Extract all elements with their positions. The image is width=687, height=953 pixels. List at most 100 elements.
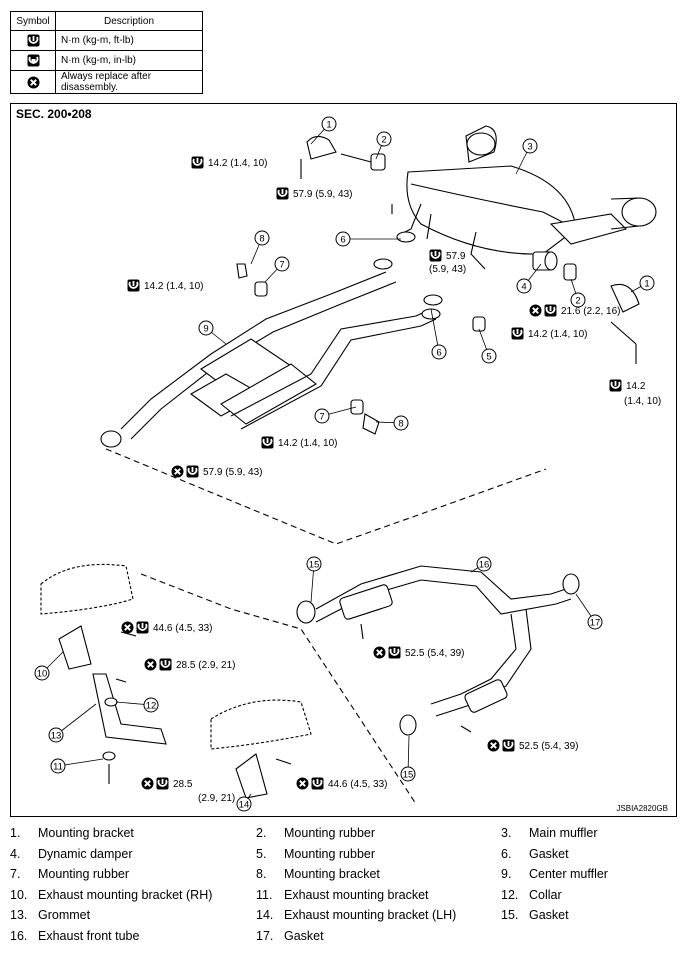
part-number: 11. (256, 887, 273, 902)
exhaust-mounting-bracket-lh (235, 753, 268, 799)
part-name: Mounting bracket (38, 826, 134, 840)
callout-number: 7 (319, 412, 324, 423)
part-item: 17.Gasket (256, 929, 324, 943)
part-item: 12.Collar (501, 888, 562, 902)
replace-x-icon (487, 739, 500, 752)
callout-4: 4 (516, 263, 542, 294)
part-number: 14. (256, 908, 274, 923)
exhaust-mounting-bracket-rh (58, 625, 92, 670)
parts-row: 16.Exhaust front tube 17.Gasket (10, 929, 680, 950)
part-item: 4.Dynamic damper (10, 847, 132, 861)
callout-16: 16 (470, 556, 492, 573)
collar (104, 697, 118, 707)
callout-12: 12 (115, 697, 159, 713)
mounting-rubber-7b (350, 399, 364, 415)
part-name: Gasket (529, 846, 569, 861)
part-number: 12. (501, 887, 519, 902)
callout-5: 5 (478, 328, 497, 364)
legend-header-symbol: Symbol (10, 11, 56, 31)
torque-label: 14.2 (1.4, 10) (127, 279, 203, 292)
torque-label: 57.9 (5.9, 43) (171, 465, 262, 478)
part-item: 3.Main muffler (501, 826, 598, 840)
torque-wrench-icon (311, 777, 324, 790)
callout-7: 7 (264, 256, 290, 283)
replace-x-icon (373, 646, 386, 659)
callout-number: 16 (479, 560, 490, 571)
part-name: Exhaust mounting bracket (LH) (284, 908, 457, 923)
callout-8: 8 (250, 230, 270, 265)
part-number: 7. (10, 867, 21, 882)
gasket-6b (423, 294, 443, 306)
dynamic-damper (532, 251, 558, 271)
torque-wrench-icon (429, 249, 442, 262)
legend-row-desc: N·m (kg-m, in-lb) (55, 50, 203, 71)
torque-value: 52.5 (5.4, 39) (405, 648, 464, 659)
callout-number: 6 (436, 348, 441, 359)
part-item: 1. Mounting bracket (10, 826, 134, 840)
torque-value: 57.9 (446, 251, 466, 262)
part-number: 10. (10, 887, 28, 902)
diagram-code: JSBIA2820GB (616, 804, 668, 813)
part-name: Mounting rubber (284, 846, 376, 861)
callout-15: 15 (306, 556, 322, 603)
part-item: 7.Mounting rubber (10, 867, 129, 881)
part-item: 16.Exhaust front tube (10, 929, 139, 943)
part-number: 1. (10, 826, 21, 840)
callout-number: 17 (590, 618, 601, 629)
torque-label: (1.4, 10) (624, 396, 661, 407)
part-item: 11. Exhaust mounting bracket (256, 888, 429, 902)
part-item: 9.Center muffler (501, 867, 608, 881)
part-name: Exhaust mounting bracket (284, 887, 429, 902)
callout-number: 9 (203, 324, 208, 335)
part-item: 10.Exhaust mounting bracket (RH) (10, 888, 212, 902)
torque-label: 52.5 (5.4, 39) (487, 739, 578, 752)
torque-wrench-icon (127, 279, 140, 292)
torque-wrench-icon (276, 187, 289, 200)
callout-number: 4 (521, 282, 526, 293)
torque-label: 14.2 (609, 379, 646, 392)
part-name: Main muffler (529, 826, 598, 840)
torque-wrench-icon (186, 465, 199, 478)
main-muffler (400, 125, 657, 270)
torque-label: 14.2 (1.4, 10) (511, 327, 587, 340)
part-item: 15.Gasket (501, 908, 569, 922)
torque-wrench-icon (156, 777, 169, 790)
callout-6: 6 (335, 231, 401, 247)
callout-number: 12 (146, 701, 157, 712)
torque-label: 44.6 (4.5, 33) (296, 777, 387, 790)
section-label: SEC. 200•208 (16, 107, 92, 121)
torque-wrench-icon (159, 658, 172, 671)
part-name: Center muffler (529, 867, 608, 882)
torque-label: (2.9, 21) (198, 793, 235, 804)
torque-label: 14.2 (1.4, 10) (191, 156, 267, 169)
torque-value: 14.2 (626, 381, 646, 392)
callout-1: 1 (310, 116, 337, 145)
torque-label: 28.5 (141, 777, 193, 790)
torque-value: (2.9, 21) (198, 793, 235, 804)
torque-value: 44.6 (4.5, 33) (328, 779, 387, 790)
legend-row-desc: Always replace after disassembly. (55, 70, 203, 94)
part-item: 14. Exhaust mounting bracket (LH) (256, 908, 456, 922)
callout-number: 5 (486, 352, 491, 363)
torque-wrench-icon (136, 621, 149, 634)
callout-3: 3 (515, 138, 538, 175)
replace-x-icon (529, 304, 542, 317)
callout-number: 8 (398, 419, 403, 430)
exhaust-drawing (40, 125, 657, 805)
torque-label: 52.5 (5.4, 39) (373, 646, 464, 659)
callout-number: 10 (37, 669, 48, 680)
callout-8: 8 (375, 415, 409, 431)
callout-number: 11 (53, 762, 63, 773)
replace-x-icon (141, 777, 154, 790)
torque-wrench-icon (191, 156, 204, 169)
callout-number: 1 (644, 279, 649, 290)
mounting-bracket-8b (362, 413, 380, 435)
callout-number: 1 (326, 120, 331, 131)
legend-header-description: Description (55, 11, 203, 31)
part-number: 8. (256, 867, 267, 882)
mounting-rubber-2b (563, 263, 577, 281)
part-item: 6.Gasket (501, 847, 569, 861)
